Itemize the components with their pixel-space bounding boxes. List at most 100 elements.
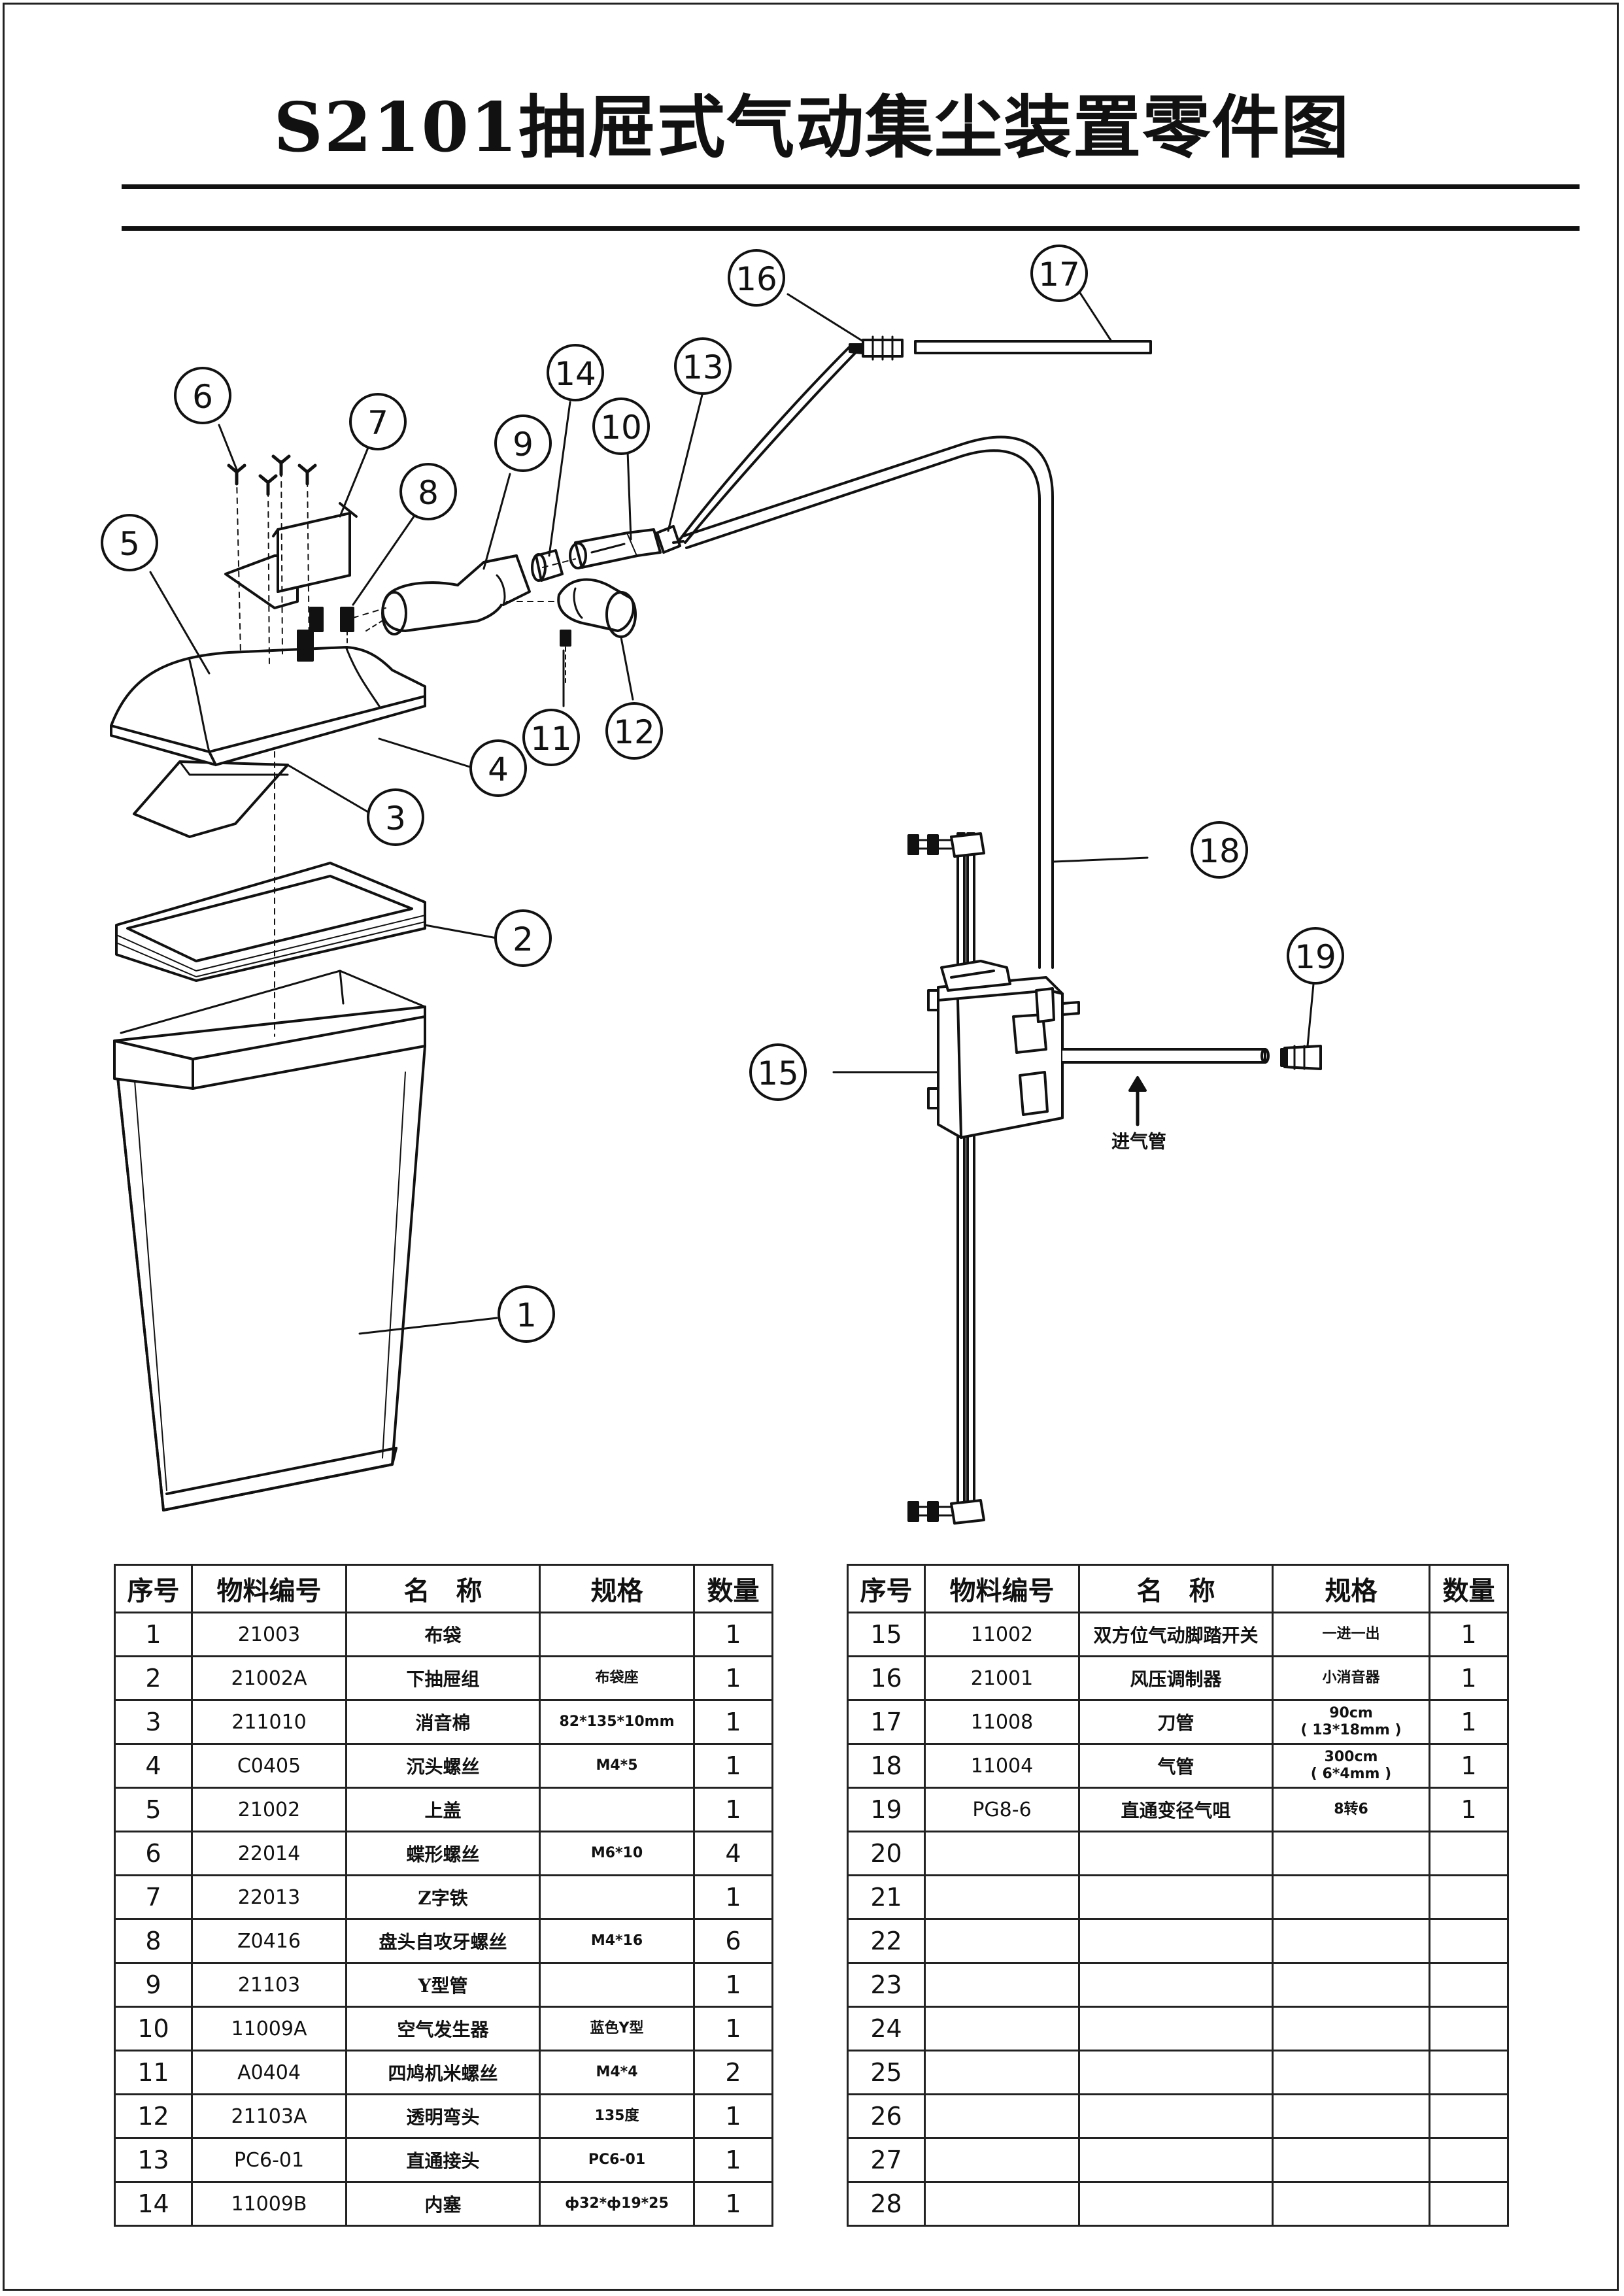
part-5-upper-cover — [110, 646, 426, 766]
cell-code — [924, 2050, 1080, 2095]
header-name: 名 称 — [1078, 1564, 1274, 1613]
cell-code: C0405 — [191, 1743, 347, 1789]
part-19-reducing-fitting — [1280, 1045, 1322, 1070]
cell-qty: 1 — [1429, 1743, 1509, 1789]
cell-qty — [1429, 1962, 1509, 2008]
cell-qty: 4 — [693, 1831, 773, 1876]
air-inlet-label: 进气管 — [1111, 1131, 1166, 1153]
cell-qty — [1429, 2181, 1509, 2227]
cell-spec: M4*4 — [539, 2050, 695, 2095]
cell-spec — [1272, 2137, 1430, 2183]
cell-spec-line2: ( 6*4mm ) — [1310, 1766, 1392, 1782]
callout-15: 15 — [757, 1055, 799, 1092]
callout-4: 4 — [488, 751, 509, 788]
table-row: 20 — [847, 1831, 1509, 1876]
title-rule-top — [122, 184, 1580, 189]
callout-16: 16 — [736, 260, 777, 298]
air-inlet-arrow-icon — [1128, 1076, 1147, 1126]
cell-name — [1078, 2006, 1274, 2051]
cell-qty: 1 — [1429, 1655, 1509, 1701]
table-row: 23 — [847, 1962, 1509, 2008]
cell-code — [924, 1962, 1080, 2008]
cell-spec-line1: 8转6 — [1334, 1801, 1368, 1817]
cell-name: 刀管 — [1078, 1699, 1274, 1745]
cell-spec-line1: 小消音器 — [1322, 1670, 1380, 1686]
header-qty: 数量 — [1429, 1564, 1509, 1613]
callout-14: 14 — [554, 355, 596, 393]
cell-name — [1078, 1918, 1274, 1964]
cell-no: 23 — [847, 1962, 926, 2008]
callout-circles — [101, 245, 1344, 1343]
cell-spec — [1272, 1918, 1430, 1964]
cell-no: 15 — [847, 1612, 926, 1657]
cell-no: 17 — [847, 1699, 926, 1745]
assembly-guide-lines — [274, 558, 576, 1037]
cell-name — [1078, 2050, 1274, 2095]
cell-qty: 1 — [693, 2006, 773, 2051]
cell-name: 透明弯头 — [345, 2093, 541, 2139]
cell-no: 26 — [847, 2093, 926, 2139]
table-row: 27 — [847, 2137, 1509, 2183]
cell-name: 双方位气动脚踏开关 — [1078, 1612, 1274, 1657]
cell-code: 11009B — [191, 2181, 347, 2227]
table-row: 22 — [847, 1918, 1509, 1964]
cell-no: 9 — [114, 1962, 193, 2008]
table-row: 24 — [847, 2006, 1509, 2051]
cell-spec — [1272, 2181, 1430, 2227]
cell-code: A0404 — [191, 2050, 347, 2095]
cell-qty: 1 — [693, 1787, 773, 1832]
cell-name: 直通变径气咀 — [1078, 1787, 1274, 1832]
cell-spec: 布袋座 — [539, 1655, 695, 1701]
cell-name: 空气发生器 — [345, 2006, 541, 2051]
cell-code — [924, 1874, 1080, 1920]
cell-qty — [1429, 2050, 1509, 2095]
cell-no: 18 — [847, 1743, 926, 1789]
cell-no: 20 — [847, 1831, 926, 1876]
cell-no: 12 — [114, 2093, 193, 2139]
cell-code — [924, 2137, 1080, 2183]
cell-spec-line1: 300cm — [1324, 1749, 1378, 1765]
header-qty: 数量 — [693, 1564, 773, 1613]
cell-qty: 1 — [693, 2181, 773, 2227]
cell-qty — [1429, 2093, 1509, 2139]
part-14-inner-plug — [531, 549, 564, 582]
table-header-row: 序号 物料编号 名 称 规格 数量 — [847, 1564, 1509, 1613]
cell-qty: 1 — [693, 1874, 773, 1920]
cell-no: 21 — [847, 1874, 926, 1920]
header-spec: 规格 — [539, 1564, 695, 1613]
cell-qty: 1 — [693, 1743, 773, 1789]
cell-code: 21002A — [191, 1655, 347, 1701]
cell-spec — [1272, 2006, 1430, 2051]
cell-qty — [1429, 1918, 1509, 1964]
cell-name: 蝶形螺丝 — [345, 1831, 541, 1876]
callout-2: 2 — [513, 920, 533, 958]
cell-no: 19 — [847, 1787, 926, 1832]
cell-spec: 90cm( 13*18mm ) — [1272, 1699, 1430, 1745]
cell-name — [1078, 2137, 1274, 2183]
cell-spec — [1272, 2050, 1430, 2095]
cell-spec: 小消音器 — [1272, 1655, 1430, 1701]
cell-qty — [1429, 1874, 1509, 1920]
cell-no: 6 — [114, 1831, 193, 1876]
part-6-wing-screws — [227, 454, 317, 667]
table-row: 21 — [847, 1874, 1509, 1920]
table-header-row: 序号 物料编号 名 称 规格 数量 — [114, 1564, 773, 1613]
cell-name — [1078, 1962, 1274, 2008]
cell-name — [1078, 2093, 1274, 2139]
page-title: S2101抽屉式气动集尘装置零件图 — [273, 87, 1351, 167]
cell-spec: M4*16 — [539, 1918, 695, 1964]
cell-code: 211010 — [191, 1699, 347, 1745]
cell-name: 气管 — [1078, 1743, 1274, 1789]
callout-17: 17 — [1038, 256, 1080, 294]
part-3-silencer-foam — [133, 760, 289, 838]
cell-name: Z字铁 — [345, 1874, 541, 1920]
cell-code: 22013 — [191, 1874, 347, 1920]
cell-name: 直通接头 — [345, 2137, 541, 2183]
